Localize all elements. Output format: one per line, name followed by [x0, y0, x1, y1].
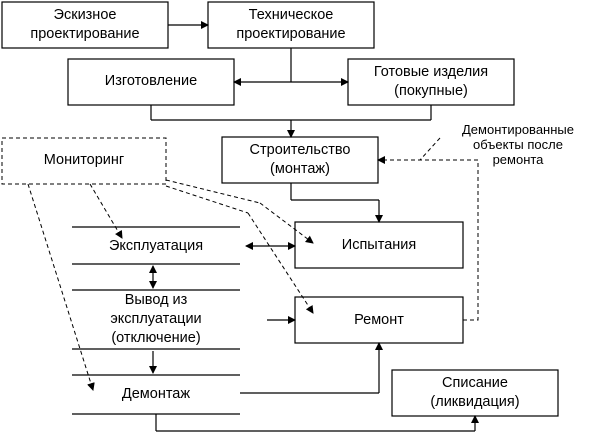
dashed-annotation-leader [419, 137, 441, 161]
dashed-monitoring-repair-a [165, 185, 249, 214]
dashed-repair-to-construction [463, 160, 479, 321]
testing-label: Испытания [341, 237, 417, 253]
sketch-design-label: Эскизное проектирование [30, 7, 140, 42]
tech-design-label: Техническое проектирование [236, 7, 346, 42]
construction-label: Строительство (монтаж) [249, 142, 351, 177]
dashed-monitoring-dismantling [27, 183, 95, 391]
monitoring-label: Мониторинг [43, 152, 125, 168]
repair-label: Ремонт [354, 312, 404, 328]
dashed-monitoring-operation [89, 183, 123, 239]
manufacturing-label: Изготовление [104, 73, 198, 89]
dashed-monitoring-repair-b [247, 212, 314, 314]
decommission-label: Вывод из эксплуатации (отключение) [110, 292, 202, 346]
operation-label: Эксплуатация [108, 238, 204, 254]
annotation-label: Демонтированные объекты после ремонта [462, 122, 574, 167]
dashed-monitoring-testing-a [165, 179, 261, 204]
dismantling-label: Демонтаж [121, 386, 191, 402]
write-off-label: Списание (ликвидация) [430, 375, 520, 410]
finished-goods-label: Готовые изделия (покупные) [373, 64, 489, 99]
